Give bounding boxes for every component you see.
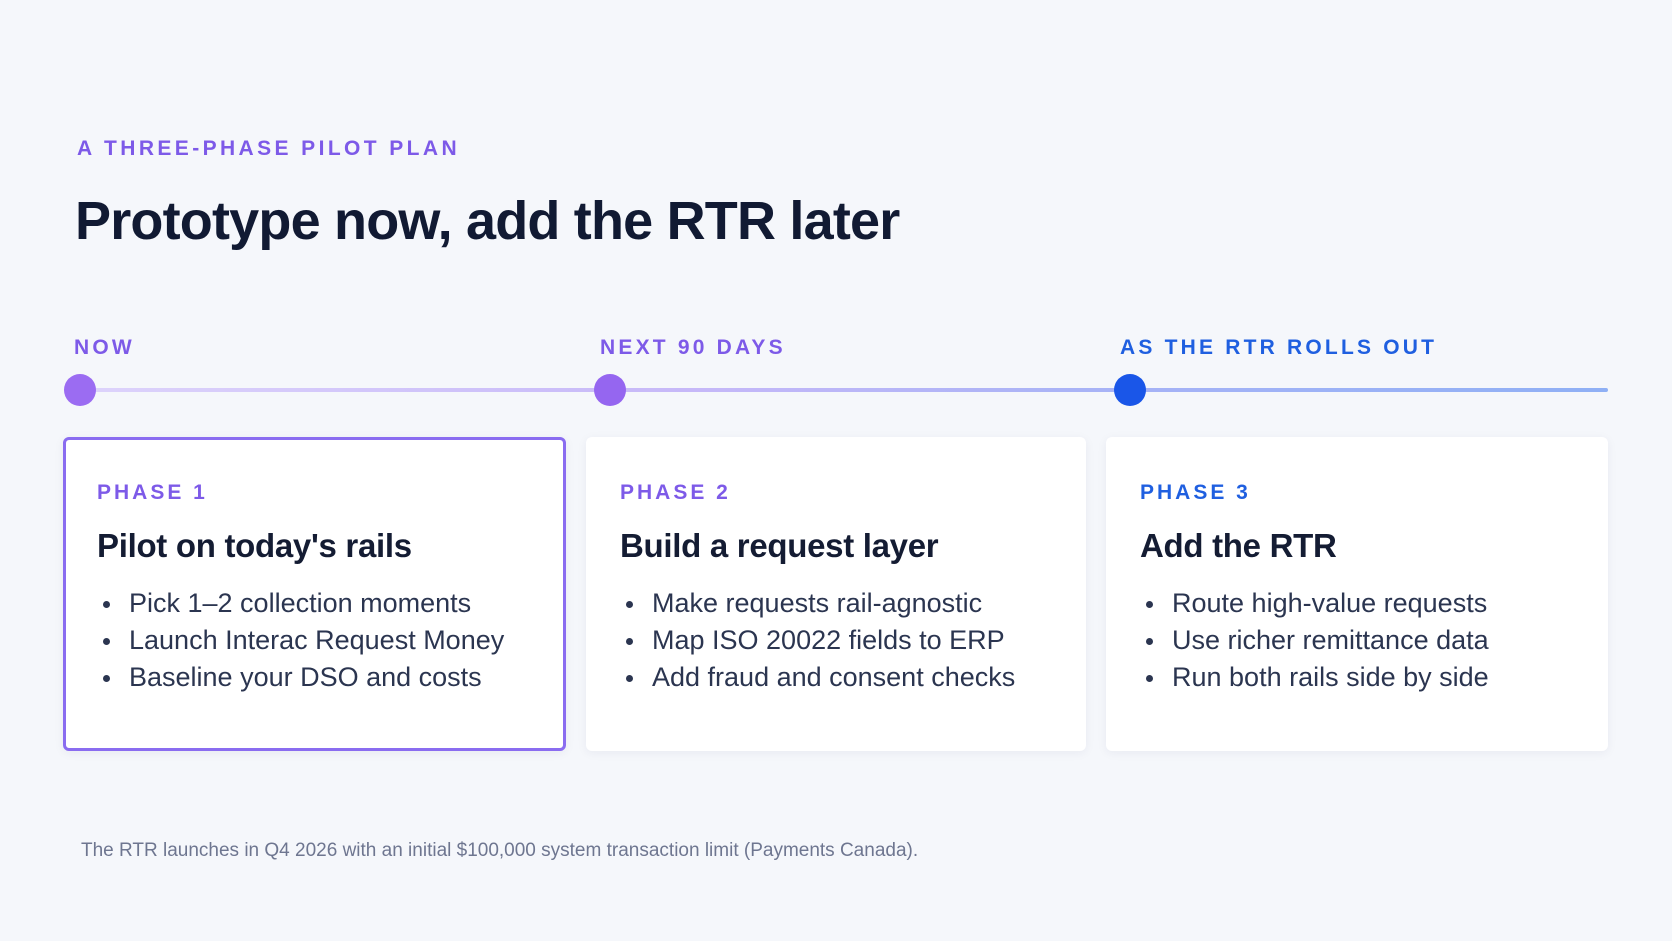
phase-card-3[interactable]: PHASE 3 Add the RTR Route high-value req… [1106, 437, 1608, 751]
list-item: Route high-value requests [1140, 585, 1574, 622]
page-title: Prototype now, add the RTR later [75, 191, 900, 251]
phase-heading: Pilot on today's rails [97, 527, 412, 564]
list-item: Add fraud and consent checks [620, 659, 1052, 696]
timeline-dot-now [64, 374, 96, 406]
phase-heading: Build a request layer [620, 527, 939, 564]
timeline-track [80, 388, 1608, 392]
list-item: Run both rails side by side [1140, 659, 1574, 696]
phase-bullet-list: Make requests rail-agnostic Map ISO 2002… [620, 585, 1052, 696]
list-item: Use richer remittance data [1140, 622, 1574, 659]
timeline-label-now: NOW [74, 336, 135, 359]
list-item: Baseline your DSO and costs [97, 659, 532, 696]
list-item: Launch Interac Request Money [97, 622, 532, 659]
phase-card-1[interactable]: PHASE 1 Pilot on today's rails Pick 1–2 … [63, 437, 566, 751]
timeline-label-next-90-days: NEXT 90 DAYS [600, 336, 786, 359]
list-item: Pick 1–2 collection moments [97, 585, 532, 622]
phase-tag: PHASE 1 [97, 481, 208, 504]
list-item: Make requests rail-agnostic [620, 585, 1052, 622]
timeline-dot-next-90-days [594, 374, 626, 406]
list-item: Map ISO 20022 fields to ERP [620, 622, 1052, 659]
timeline-dot-rtr-rollout [1114, 374, 1146, 406]
footnote: The RTR launches in Q4 2026 with an init… [81, 840, 919, 861]
phase-bullet-list: Route high-value requests Use richer rem… [1140, 585, 1574, 696]
timeline-label-rtr-rollout: AS THE RTR ROLLS OUT [1120, 336, 1438, 359]
phase-tag: PHASE 3 [1140, 481, 1251, 504]
eyebrow: A THREE-PHASE PILOT PLAN [77, 137, 461, 160]
phase-bullet-list: Pick 1–2 collection moments Launch Inter… [97, 585, 532, 696]
timeline: NOW NEXT 90 DAYS AS THE RTR ROLLS OUT [0, 330, 1672, 406]
phase-card-2[interactable]: PHASE 2 Build a request layer Make reque… [586, 437, 1086, 751]
phase-heading: Add the RTR [1140, 527, 1337, 564]
phase-tag: PHASE 2 [620, 481, 731, 504]
